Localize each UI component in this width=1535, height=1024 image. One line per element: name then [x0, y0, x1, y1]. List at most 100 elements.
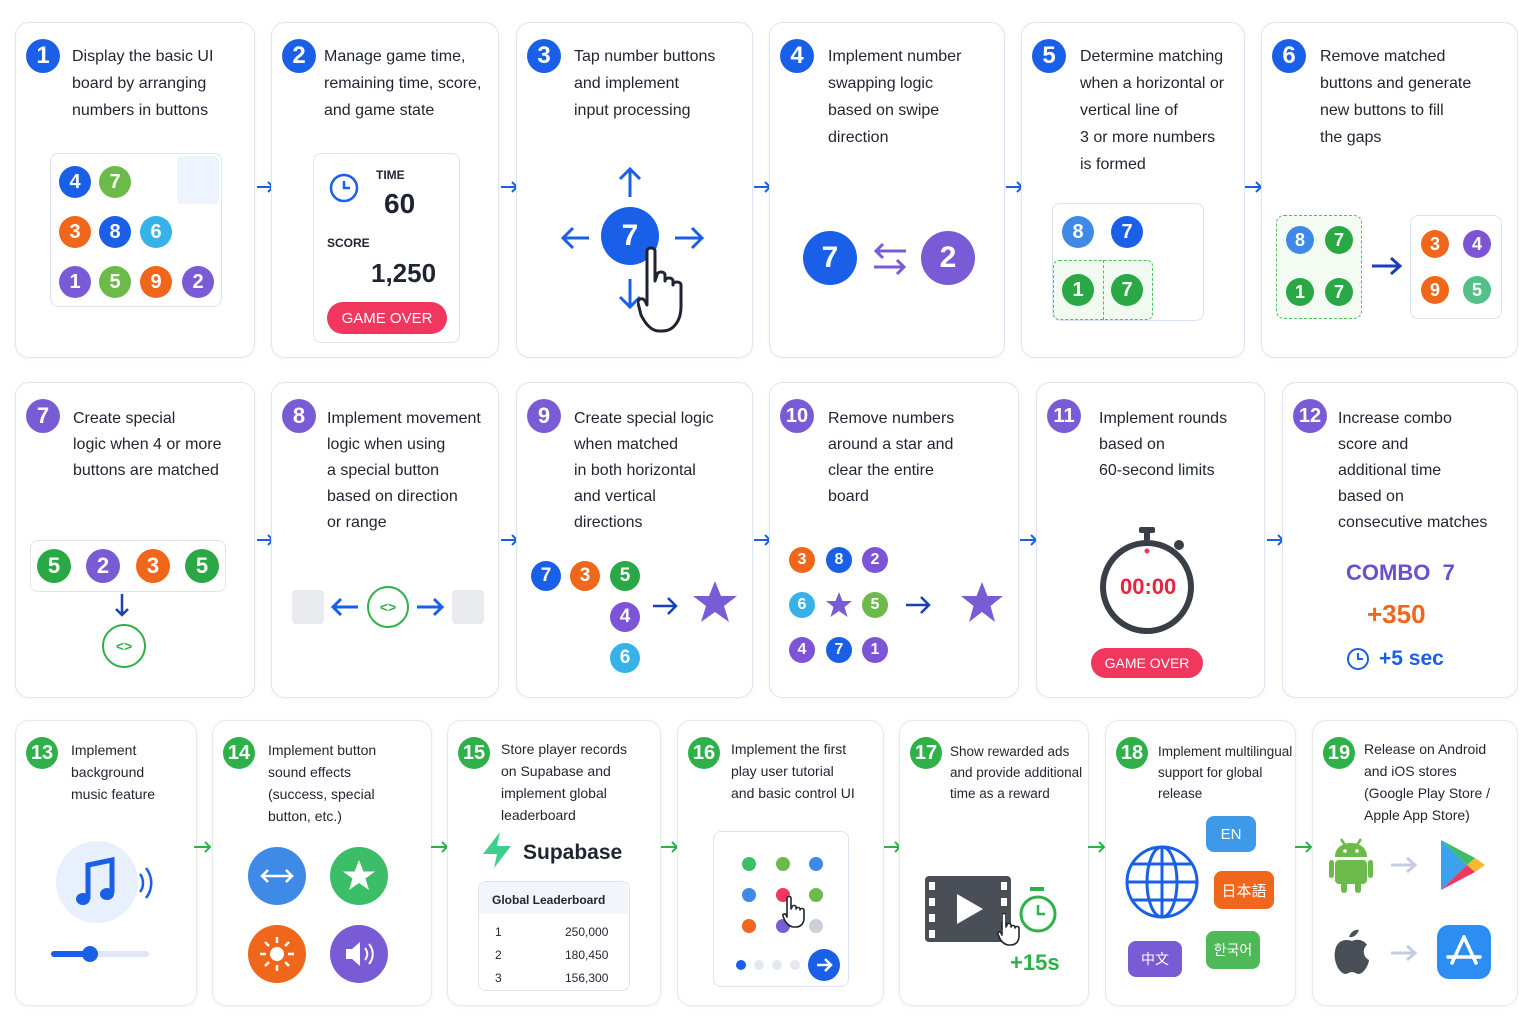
number-button[interactable]: 4 [789, 637, 815, 663]
number-button[interactable]: 1 [862, 637, 888, 663]
star-icon [961, 582, 1003, 622]
swap-sound-button[interactable] [248, 847, 306, 905]
score-cell: 250,000 [565, 925, 609, 939]
volume-slider[interactable] [51, 946, 149, 962]
number-button[interactable]: 9 [1421, 276, 1449, 304]
step-badge: 5 [1032, 39, 1066, 73]
step-title: Store player records on Supabase and imp… [501, 741, 628, 823]
pointer-hand-icon [782, 896, 805, 928]
flow-arrow [1294, 840, 1314, 854]
lang-bubble-en[interactable]: EN [1206, 816, 1256, 852]
number-button[interactable]: 7 [1111, 216, 1143, 248]
number-button[interactable]: 1 [1062, 274, 1094, 306]
number-button[interactable]: 7 [1111, 274, 1143, 306]
number-button[interactable]: 3 [570, 561, 600, 591]
lang-bubble-zh[interactable]: 中文 [1128, 941, 1182, 977]
step-badge: 14 [223, 737, 255, 769]
volume-slider-thumb[interactable] [82, 946, 98, 962]
number-button[interactable]: 6 [610, 643, 640, 673]
number-button[interactable]: 1 [59, 266, 91, 298]
step-card-14: 14 Implement button sound effects (succe… [212, 720, 432, 1006]
step-badge: 1 [26, 39, 60, 73]
step-card-1: 1 Display the basic UI board by arrangin… [15, 22, 255, 358]
empty-cell [452, 590, 484, 624]
number-button[interactable]: 7 [531, 561, 561, 591]
lang-bubble-ja[interactable]: 日本語 [1214, 871, 1274, 909]
step-badge: 19 [1323, 737, 1355, 769]
number-button[interactable]: 1 [1286, 278, 1314, 306]
empty-cell [292, 590, 324, 624]
game-state-panel: TIME 60 SCORE 1,250 GAME OVER [313, 153, 460, 343]
step-card-6: 6 Remove matched buttons and generate ne… [1261, 22, 1518, 358]
number-button[interactable]: 5 [99, 266, 131, 298]
step-card-13: 13 Implement background music feature [15, 720, 197, 1006]
number-button[interactable]: 4 [1463, 230, 1491, 258]
number-button[interactable]: 3 [1421, 230, 1449, 258]
match-board: 8 7 1 7 [1052, 203, 1204, 321]
step-title: Increase combo score and additional time… [1338, 410, 1488, 531]
arrow-right-icon [1391, 856, 1418, 874]
swap-number-button[interactable]: 7 [803, 231, 857, 285]
step-card-17: 17 Show rewarded ads and provide additio… [899, 720, 1089, 1006]
number-button[interactable]: 8 [99, 216, 131, 248]
step-title: Implement button sound effects (success,… [268, 742, 377, 824]
number-button[interactable]: 2 [86, 549, 120, 583]
refill-arrow-icon [1372, 256, 1403, 276]
step-card-7: 7 Create special logic when 4 or more bu… [15, 382, 255, 698]
step-title: Release on Android and iOS stores (Googl… [1364, 741, 1491, 823]
special-sound-button[interactable] [330, 847, 388, 905]
step-badge: 2 [282, 39, 316, 73]
step-badge: 18 [1116, 737, 1148, 769]
lang-bubble-ko[interactable]: 한국어 [1206, 931, 1260, 969]
number-button[interactable]: 8 [1286, 226, 1314, 254]
step-title: Implement background music feature [71, 742, 156, 802]
number-button[interactable]: 4 [59, 166, 91, 198]
number-button[interactable]: 7 [1325, 226, 1353, 254]
number-button[interactable]: 2 [182, 266, 214, 298]
game-over-button[interactable]: GAME OVER [327, 302, 447, 334]
step-title: Remove numbers around a star and clear t… [828, 410, 955, 505]
game-over-button[interactable]: GAME OVER [1091, 648, 1203, 678]
number-button[interactable]: 4 [610, 602, 640, 632]
number-button[interactable]: 8 [826, 547, 852, 573]
step-title: Determine matching when a horizontal or … [1080, 48, 1225, 173]
step-card-5: 5 Determine matching when a horizontal o… [1021, 22, 1245, 358]
number-button[interactable]: 8 [1062, 216, 1094, 248]
pointer-hand-icon [997, 913, 1020, 946]
number-button[interactable]: 6 [140, 216, 172, 248]
success-sound-button[interactable] [248, 925, 306, 983]
number-button[interactable]: 3 [59, 216, 91, 248]
time-label: TIME [376, 168, 405, 182]
volume-sound-button[interactable] [330, 925, 388, 983]
swap-number-button[interactable]: 2 [921, 231, 975, 285]
step-title: Manage game time, remaining time, score,… [324, 48, 482, 119]
step-badge: 4 [780, 39, 814, 73]
number-button[interactable]: 5 [37, 549, 71, 583]
match-divider [1103, 260, 1104, 320]
right-arrow-icon [417, 597, 445, 617]
tap-hand-icon [637, 246, 683, 333]
matched-board: 8 7 1 7 [1276, 215, 1362, 319]
number-button[interactable]: 6 [789, 592, 815, 618]
number-button[interactable]: 5 [1463, 276, 1491, 304]
number-button[interactable]: 5 [862, 592, 888, 618]
step-card-2: 2 Manage game time, remaining time, scor… [271, 22, 499, 358]
number-button[interactable]: 7 [99, 166, 131, 198]
supabase-name: Supabase [523, 841, 623, 864]
direction-arrows-icon [560, 166, 705, 310]
step-badge: 15 [458, 737, 490, 769]
number-button[interactable]: 3 [789, 547, 815, 573]
number-button[interactable]: 9 [140, 266, 172, 298]
right-arrow-icon [653, 597, 678, 615]
special-button[interactable]: <> [102, 624, 146, 668]
number-button[interactable]: 7 [1325, 278, 1353, 306]
special-button[interactable]: <> [367, 586, 409, 628]
number-button[interactable]: 5 [610, 561, 640, 591]
number-button[interactable]: 5 [185, 549, 219, 583]
number-button[interactable]: 3 [136, 549, 170, 583]
next-button[interactable] [808, 949, 840, 981]
number-button[interactable]: 2 [862, 547, 888, 573]
step-indicator-dot [754, 960, 764, 970]
number-button[interactable]: 7 [826, 637, 852, 663]
clock-icon [1347, 648, 1369, 670]
